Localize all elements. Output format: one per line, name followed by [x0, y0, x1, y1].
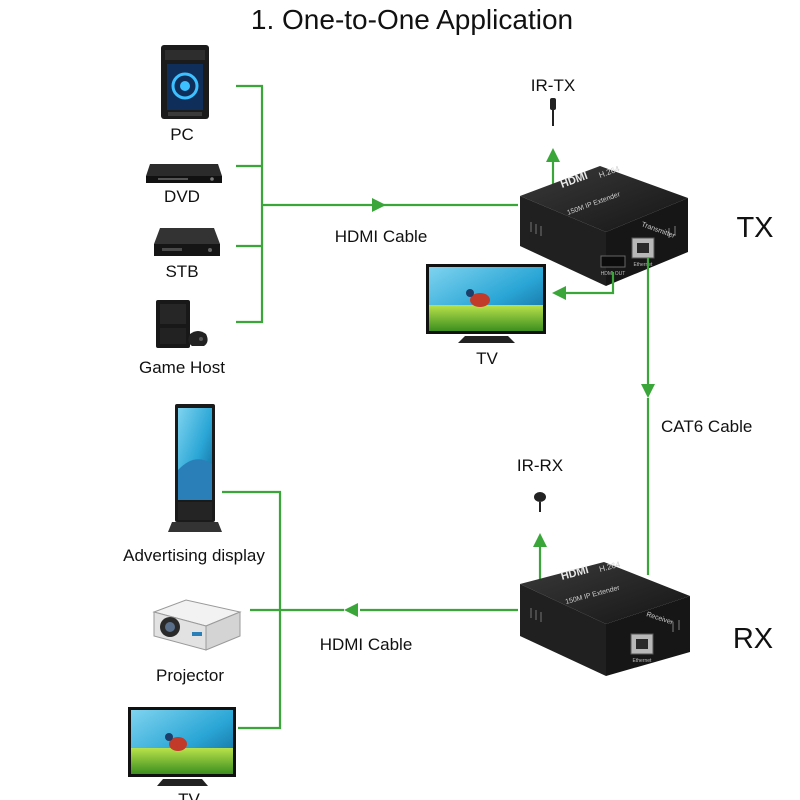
- sink-label-advertising-display: Advertising display: [123, 546, 265, 565]
- hdmi-cable-out-label: HDMI Cable: [320, 635, 413, 654]
- ir-rx-sensor-icon: [534, 492, 546, 512]
- cat6-arrow: [641, 384, 655, 398]
- local-tv-arrow: [552, 286, 566, 300]
- source-label-game-host: Game Host: [139, 358, 225, 377]
- cat6-cable-label: CAT6 Cable: [661, 417, 752, 436]
- sink-label-projector: Projector: [156, 666, 224, 685]
- transmitter-box: [520, 166, 688, 286]
- sink-label-tv: TV: [178, 790, 200, 800]
- page-title: 1. One-to-One Application: [251, 4, 573, 35]
- ir-tx-sensor-icon: [550, 98, 556, 126]
- hdmi-out-rx-arrow: [344, 603, 358, 617]
- local-tv-icon: [426, 264, 546, 343]
- source-label-stb: STB: [165, 262, 198, 281]
- hdmi-cable-in-label: HDMI Cable: [335, 227, 428, 246]
- rx-tag: RX: [733, 623, 773, 655]
- ir-rx-label: IR-RX: [517, 456, 563, 475]
- hdmi-in-arrow: [372, 198, 386, 212]
- game-console-icon: [156, 300, 208, 348]
- local-tv-label: TV: [476, 349, 498, 368]
- tx-port-eth-text: Ethernet: [634, 262, 654, 268]
- dvd-player-icon: [146, 164, 222, 183]
- tx-tag: TX: [736, 212, 773, 244]
- source-label-dvd: DVD: [164, 187, 200, 206]
- source-bus-lines: [236, 84, 518, 324]
- source-label-pc: PC: [170, 125, 194, 144]
- ir-tx-arrow: [546, 148, 560, 162]
- rx-port-eth-text: Ethernet: [633, 658, 653, 664]
- set-top-box-icon: [154, 228, 220, 256]
- receiver-box: [520, 562, 690, 676]
- projector-icon: [152, 599, 242, 651]
- tv-icon: [128, 707, 236, 786]
- ir-rx-arrow: [533, 533, 547, 547]
- hdmi-out-line: [560, 272, 615, 295]
- ir-tx-label: IR-TX: [531, 76, 575, 95]
- advertising-display-icon: [168, 404, 222, 532]
- pc-tower-icon: [161, 45, 209, 119]
